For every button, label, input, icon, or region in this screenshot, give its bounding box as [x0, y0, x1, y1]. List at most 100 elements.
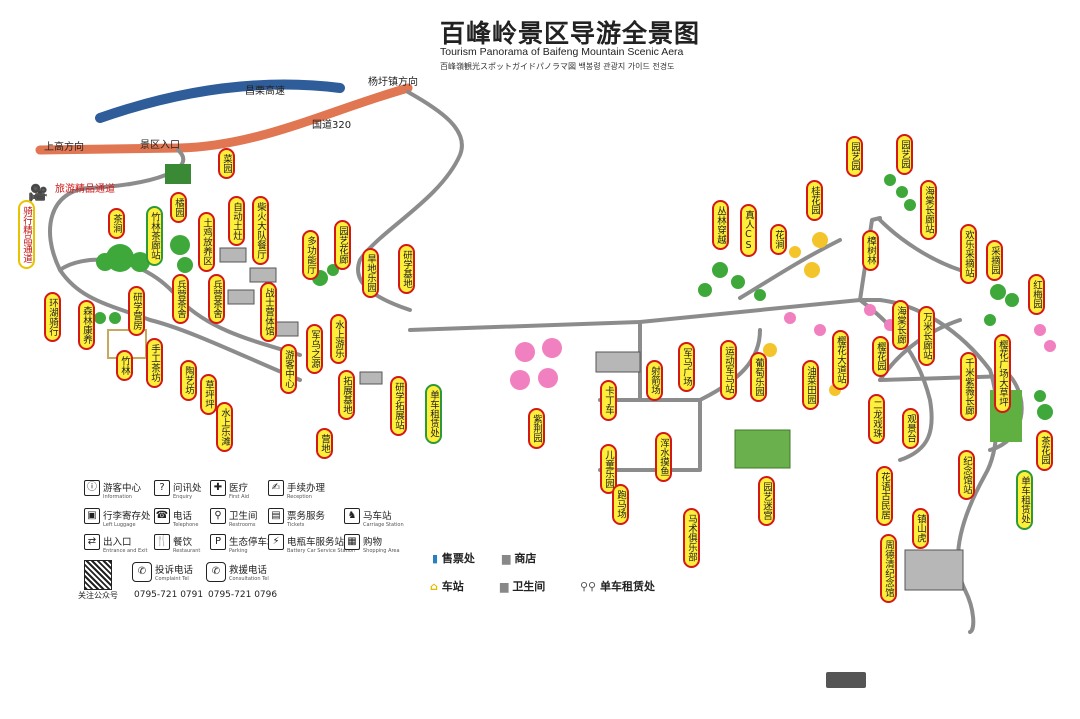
label-rough-plaza[interactable]: 射箭场 — [646, 360, 663, 401]
label-pavilion[interactable]: 园艺园 — [896, 134, 913, 175]
label-flower-house[interactable]: 花语古民居 — [876, 466, 893, 526]
phone-icon: ✆ — [206, 562, 226, 582]
label-bike-way[interactable]: 骑行精品通道 — [18, 200, 35, 269]
label-tiger[interactable]: 镇山虎 — [912, 508, 929, 549]
label-bing-tea2[interactable]: 兵营茶舍 — [208, 274, 225, 324]
label-grass-pt[interactable]: 草坪坪 — [200, 374, 217, 415]
label-horse-club[interactable]: 马术俱乐部 — [683, 508, 700, 568]
restroom-icon: ⚲ — [210, 508, 226, 524]
label-tea-stream[interactable]: 茶涧 — [108, 208, 125, 239]
qr-code[interactable] — [84, 560, 112, 590]
label-thousand-flower[interactable]: 千米紫薇长廊 — [960, 352, 977, 421]
label-maze[interactable]: 园艺迷宫 — [758, 476, 775, 526]
label-rough-mountain[interactable]: 浑水摸鱼 — [655, 432, 672, 482]
label-handwork[interactable]: 手工茶坊 — [146, 338, 163, 388]
label-military-land[interactable]: 军乌之源 — [306, 324, 323, 374]
road-national-label: 国道320 — [312, 120, 352, 131]
label-orange[interactable]: 橘园 — [170, 192, 187, 223]
road-highway-label: 昌栗高速 — [245, 86, 285, 97]
label-oil-grass[interactable]: 油菜田园 — [802, 360, 819, 410]
label-bike-rent[interactable]: 单车租赁处 — [425, 384, 442, 444]
restroom-building-icon: ▆ — [500, 580, 509, 593]
label-kids-park[interactable]: 儿童乐园 — [600, 444, 617, 494]
label-ring-bike[interactable]: 环湖骑行 — [44, 292, 61, 342]
phone-icon: ✆ — [132, 562, 152, 582]
label-running-horse[interactable]: 跑马场 — [612, 484, 629, 525]
label-bing-tea[interactable]: 兵营茶舍 — [172, 274, 189, 324]
symbol-legend-restroom: ▆ 卫生间 — [500, 580, 546, 593]
label-research-camp[interactable]: 研学营房 — [128, 286, 145, 336]
label-bike-rent2[interactable]: 单车租赁处 — [1016, 470, 1033, 530]
label-million-flower[interactable]: 万米长廊站 — [918, 306, 935, 366]
label-bonfire[interactable]: 柴火大队餐厅 — [252, 196, 269, 265]
label-zhou-memorial[interactable]: 周德清纪念馆 — [880, 534, 897, 603]
label-sea-art[interactable]: 园艺园 — [846, 136, 863, 177]
entrance-label: 景区入口 — [140, 140, 180, 151]
label-pick-garden[interactable]: 采摘园 — [986, 240, 1003, 281]
label-vegetable[interactable]: 菜园 — [218, 148, 235, 179]
reception-icon: ✍ — [268, 480, 284, 496]
label-water-rumble[interactable]: 水上乐滩 — [216, 402, 233, 452]
label-auto-land[interactable]: 自动土灶 — [228, 196, 245, 246]
label-tea-garden[interactable]: 茶花园 — [1036, 430, 1053, 471]
phone-icon: ☎ — [154, 508, 170, 524]
label-flower-stream[interactable]: 花涧 — [770, 224, 787, 255]
label-dry-slide[interactable]: 旱地乐园 — [362, 248, 379, 298]
symbol-legend-bike: ⚲⚲ 单车租赁处 — [580, 580, 655, 593]
label-tourist-center[interactable]: 游客中心 — [280, 344, 297, 394]
label-research-expand[interactable]: 研学拓展站 — [390, 376, 407, 436]
label-war-hall[interactable]: 战士营体馆 — [260, 282, 277, 342]
label-art-garden[interactable]: 园艺花廊 — [334, 220, 351, 270]
label-cherry-ave[interactable]: 樱花大道站 — [832, 330, 849, 390]
label-forest-walk[interactable]: 丛林穿越 — [712, 200, 729, 250]
parking-icon: P — [210, 534, 226, 550]
label-pottery[interactable]: 陶艺坊 — [180, 360, 197, 401]
label-two-dragon[interactable]: 二龙戏珠 — [868, 394, 885, 444]
symbol-legend-station: ⌂ 车站 — [430, 580, 464, 593]
tea-field — [165, 164, 191, 184]
label-bamboo-forest[interactable]: 竹林 — [116, 350, 133, 381]
label-bamboo-tea[interactable]: 竹林茶廊站 — [146, 206, 163, 266]
label-chicken-area[interactable]: 土鸡放养区 — [198, 212, 215, 272]
label-water-tour[interactable]: 水上游乐 — [330, 314, 347, 364]
label-research-base[interactable]: 研学基地 — [398, 244, 415, 294]
battery-car-icon: ⚡ — [268, 534, 284, 550]
label-sports-horse[interactable]: 运动军马站 — [720, 340, 737, 400]
road-left-label: 上高方向 — [44, 142, 84, 153]
info-icon: ⓘ — [84, 480, 100, 496]
station-icon: ⌂ — [430, 580, 438, 593]
label-memorial[interactable]: 纪念馆站 — [958, 450, 975, 500]
label-red-plum[interactable]: 红梅园 — [1028, 274, 1045, 315]
label-sea-art2[interactable]: 海棠长廊 — [892, 300, 909, 350]
label-expand-base[interactable]: 拓展基地 — [338, 370, 355, 420]
label-multi-hall[interactable]: 多功能厅 — [302, 230, 319, 280]
label-kart[interactable]: 卡丁车 — [600, 380, 617, 421]
subtitle-en: Tourism Panorama of Baifeng Mountain Sce… — [440, 46, 684, 58]
label-military-plaza[interactable]: 军马广场 — [678, 342, 695, 392]
label-happy-car[interactable]: 欢乐采摘站 — [960, 224, 977, 284]
rescue-tel: 0795-721 0796 — [208, 590, 278, 600]
label-cherry-park[interactable]: 樱花园 — [872, 336, 889, 377]
label-fruit-forest[interactable]: 樟树林 — [862, 230, 879, 271]
label-zijing[interactable]: 紫荆园 — [528, 408, 545, 449]
label-real-cs[interactable]: 真人CS — [740, 204, 757, 257]
label-grape-garden[interactable]: 葡萄乐园 — [750, 352, 767, 402]
label-viewing[interactable]: 观景台 — [902, 408, 919, 449]
label-tea-corridor[interactable]: 海棠长廊站 — [920, 180, 937, 240]
label-camp[interactable]: 营地 — [316, 428, 333, 459]
label-forest-health[interactable]: 森林康养 — [78, 300, 95, 350]
restaurant-icon: 🍴 — [154, 534, 170, 550]
label-osmanthus[interactable]: 桂花园 — [806, 180, 823, 221]
label-cherry-plaza[interactable]: 樱花广场大草坪 — [994, 334, 1011, 413]
device-icon — [826, 672, 866, 688]
